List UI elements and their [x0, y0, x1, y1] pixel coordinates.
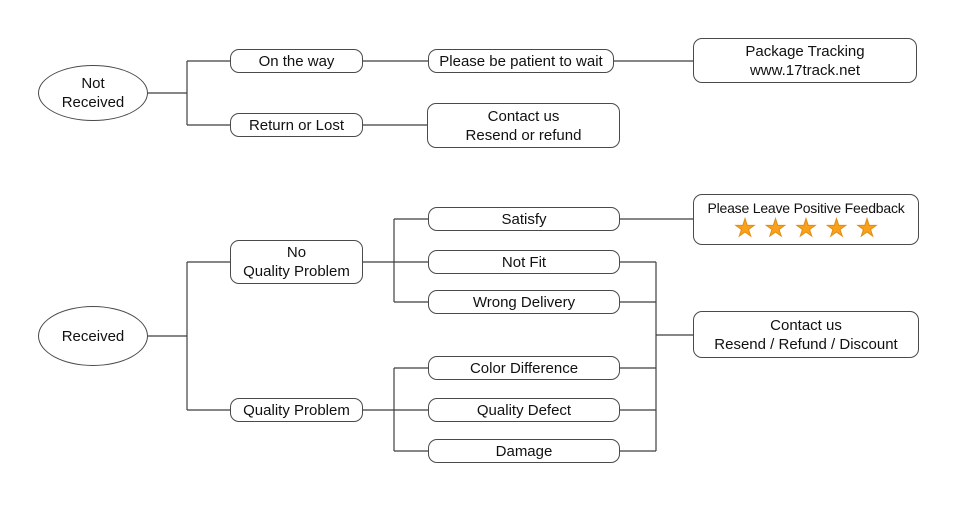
- node-label-line2: Quality Problem: [243, 263, 350, 280]
- node-label: Return or Lost: [248, 116, 345, 134]
- node-quality-problem: Quality Problem: [230, 398, 363, 422]
- node-label-line2: www.17track.net: [749, 61, 861, 79]
- node-not-received: Not Received: [38, 65, 148, 121]
- feedback-title: Please Leave Positive Feedback: [707, 199, 905, 216]
- node-quality-defect: Quality Defect: [428, 398, 620, 422]
- node-label-line1: No: [286, 244, 307, 261]
- node-please-wait: Please be patient to wait: [428, 49, 614, 73]
- node-damage: Damage: [428, 439, 620, 463]
- node-on-the-way: On the way: [230, 49, 363, 73]
- node-label: Color Difference: [469, 359, 579, 377]
- node-contact-discount: Contact us Resend / Refund / Discount: [693, 311, 919, 358]
- node-wrong-delivery: Wrong Delivery: [428, 290, 620, 314]
- node-label: Please be patient to wait: [439, 52, 603, 70]
- node-label: Wrong Delivery: [472, 293, 576, 311]
- node-color-difference: Color Difference: [428, 356, 620, 380]
- node-return-or-lost: Return or Lost: [230, 113, 363, 137]
- node-label-line1: Contact us: [487, 107, 560, 125]
- node-satisfy: Satisfy: [428, 207, 620, 231]
- node-label: Quality Defect: [476, 401, 572, 419]
- node-label: Quality Problem: [243, 401, 350, 419]
- node-package-tracking: Package Tracking www.17track.net: [693, 38, 917, 83]
- node-label-line2: Resend or refund: [465, 126, 582, 144]
- node-received: Received: [38, 306, 148, 366]
- node-contact-resend-refund: Contact us Resend or refund: [427, 103, 620, 148]
- five-star-rating-icon: ★★★★★: [734, 214, 887, 242]
- node-not-fit: Not Fit: [428, 250, 620, 274]
- node-label: Satisfy: [501, 210, 547, 228]
- node-label: Not Fit: [501, 253, 547, 271]
- node-label-line2: Received: [61, 94, 125, 111]
- node-label-line2: Resend / Refund / Discount: [714, 335, 898, 353]
- node-no-quality-problem: No Quality Problem: [230, 240, 363, 284]
- node-label-line1: Not: [81, 75, 105, 92]
- node-label: On the way: [258, 52, 335, 70]
- node-label-line1: Contact us: [770, 316, 842, 334]
- node-label: Damage: [495, 442, 553, 460]
- node-label: Received: [61, 327, 125, 345]
- node-positive-feedback: Please Leave Positive Feedback ★★★★★: [693, 194, 919, 245]
- node-label-line1: Package Tracking: [745, 42, 865, 60]
